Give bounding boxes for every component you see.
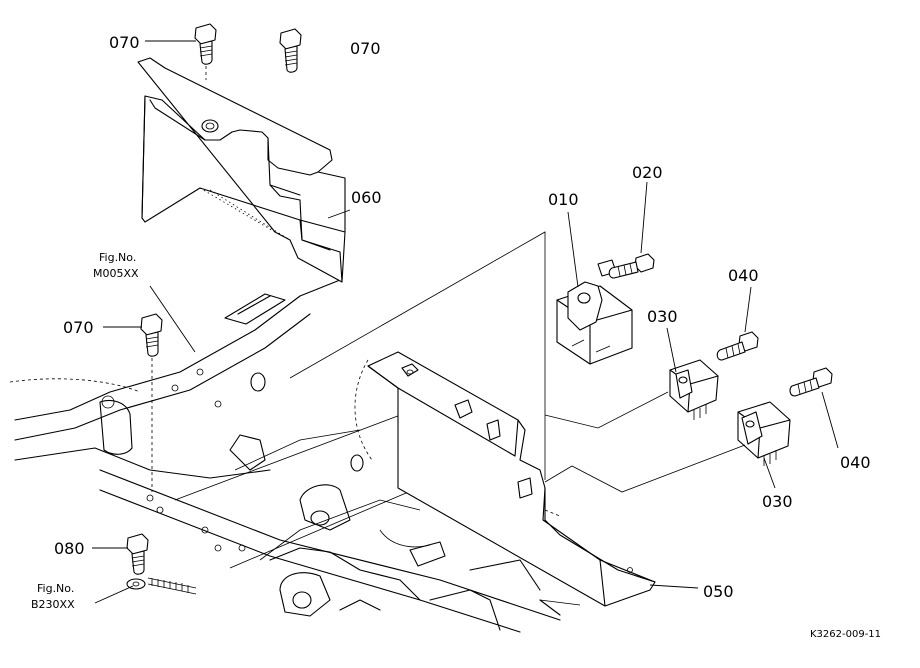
leader-lines — [92, 40, 839, 604]
fig-ref-top-line2: M005XX — [93, 267, 139, 280]
flasher-010 — [556, 259, 633, 365]
drawing-code: K3262-009-11 — [810, 629, 881, 640]
bolt-040-a — [716, 331, 759, 361]
bracket-050 — [367, 351, 656, 607]
callout-050: 050 — [703, 582, 734, 601]
callout-080: 080 — [54, 539, 85, 558]
fig-ref-bottom-line2: B230XX — [31, 598, 75, 611]
callout-070-c: 070 — [63, 318, 94, 337]
relay-030-b — [737, 401, 791, 466]
callout-020: 020 — [632, 163, 663, 182]
bolt-070-b — [279, 28, 302, 73]
bolt-080 — [126, 533, 197, 595]
bolt-020 — [608, 253, 655, 279]
callout-070-b: 070 — [350, 39, 381, 58]
callout-070-a: 070 — [109, 33, 140, 52]
fig-ref-top-line1: Fig.No. — [99, 251, 136, 264]
callout-010: 010 — [548, 190, 579, 209]
callout-040-b: 040 — [840, 453, 871, 472]
relay-030-a — [669, 359, 719, 420]
callout-labels: 070 070 060 010 020 040 030 070 040 030 … — [31, 33, 881, 640]
bolt-070-c — [140, 313, 163, 492]
callout-030-a: 030 — [647, 307, 678, 326]
chassis-frame — [9, 279, 581, 633]
callout-030-b: 030 — [762, 492, 793, 511]
bolt-070-a — [194, 23, 217, 80]
bolt-040-b — [789, 367, 833, 397]
callout-060: 060 — [351, 188, 382, 207]
callout-040-a: 040 — [728, 266, 759, 285]
fig-ref-bottom-line1: Fig.No. — [37, 582, 74, 595]
cover-060 — [137, 57, 346, 283]
